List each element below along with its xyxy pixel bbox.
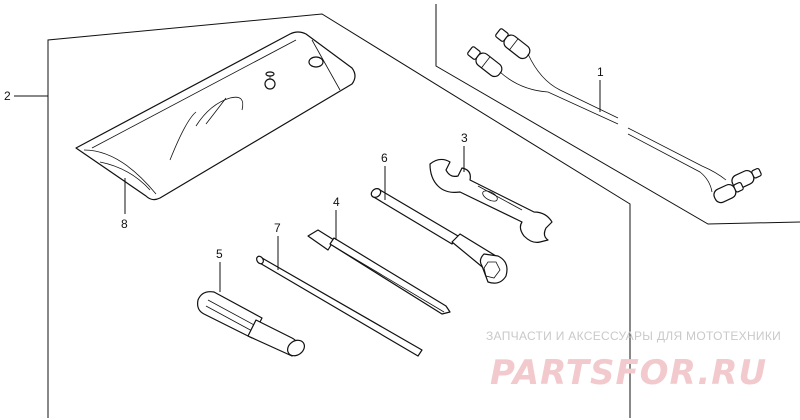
callout-3: 3: [461, 131, 468, 145]
callout-2: 2: [4, 89, 11, 103]
screwdriver-bit: [307, 229, 451, 315]
callout-5: 5: [216, 247, 223, 261]
watermark-logo: PARTSFOR.RU: [490, 353, 767, 393]
extension-bar: [256, 255, 423, 357]
screwdriver-grip: [197, 291, 305, 357]
tool-bag: [75, 31, 356, 201]
battery-cable: [467, 28, 762, 204]
plug-wrench: [370, 188, 508, 284]
callout-4: 4: [333, 195, 340, 209]
open-end-wrench: [429, 158, 553, 243]
callout-1: 1: [597, 65, 604, 79]
watermark-tagline: ЗАПЧАСТИ И АКСЕССУАРЫ ДЛЯ МОТОТЕХНИКИ: [486, 329, 781, 343]
callout-7: 7: [274, 221, 281, 235]
callout-8: 8: [121, 217, 128, 231]
kit-boundary: [47, 4, 800, 418]
callout-6: 6: [381, 151, 388, 165]
